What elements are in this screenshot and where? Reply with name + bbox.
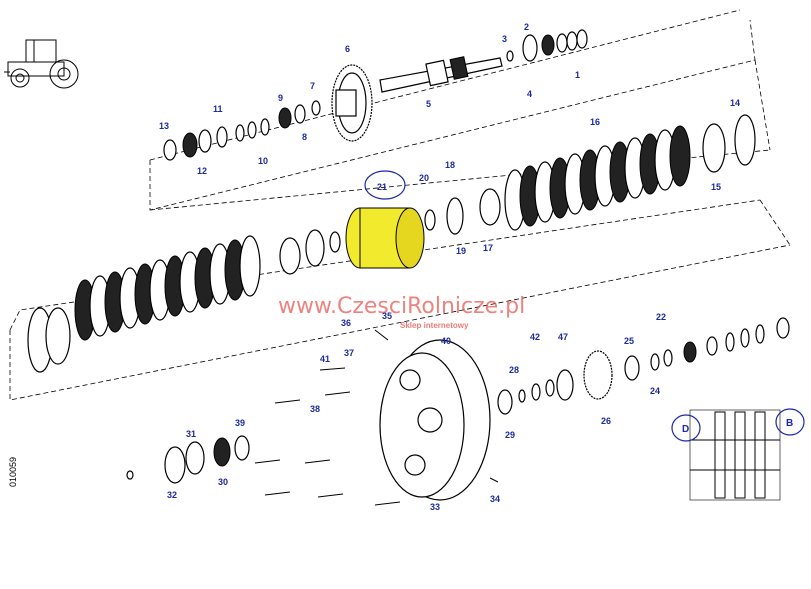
callout-35: 35 [382,311,392,321]
callout-12: 12 [197,166,207,176]
callout-24: 24 [650,386,660,396]
lower-left-parts [126,435,250,484]
callout-34: 34 [490,494,500,504]
callout-2: 2 [524,22,529,32]
callout-7: 7 [310,81,315,91]
callout-25: 25 [624,336,634,346]
callout-13: 13 [159,121,169,131]
rings-top-right [506,29,588,62]
lower-right-parts [497,317,790,415]
callout-8: 8 [302,132,307,142]
housing-40 [379,339,499,501]
gear-6 [331,64,373,142]
callout-18: 18 [445,160,455,170]
callout-28: 28 [509,365,519,375]
gear-21-highlighted [345,170,425,269]
callout-22: 22 [656,312,666,322]
callout-39: 39 [235,418,245,428]
callout-17: 17 [483,243,493,253]
callout-42: 42 [530,332,540,342]
callout-40: 40 [441,336,451,346]
callout-1: 1 [575,70,580,80]
callout-29: 29 [505,430,515,440]
callout-20: 20 [419,173,429,183]
callout-labels: 1 2 3 4 5 6 7 8 9 10 11 12 13 14 15 16 1… [159,22,740,512]
callout-30: 30 [218,477,228,487]
middle-row-outline [9,199,791,401]
callout-11: 11 [213,104,223,114]
callout-38: 38 [310,404,320,414]
callout-3: 3 [502,34,507,44]
rings-top-left [163,100,321,161]
callout-15: 15 [711,182,721,192]
watermark-tagline: Sklep internetowy [400,321,469,330]
callout-10: 10 [258,156,268,166]
bolts [254,329,401,506]
callout-5: 5 [426,99,431,109]
callout-16: 16 [590,117,600,127]
callout-47: 47 [558,332,568,342]
inset-gearbox-diagram [671,408,805,501]
callout-21: 21 [377,182,387,192]
callout-19: 19 [456,246,466,256]
tractor-icon [4,39,79,89]
inset-marker-b: B [786,418,793,429]
top-row-outline [149,9,771,211]
clutch-pack-top [424,114,756,235]
callout-36: 36 [341,318,351,328]
callout-32: 32 [167,490,177,500]
shaft-5 [379,56,503,93]
callout-9: 9 [278,93,283,103]
callout-41: 41 [320,354,330,364]
callout-31: 31 [186,429,196,439]
callout-33: 33 [430,502,440,512]
callout-14: 14 [730,98,740,108]
callout-4: 4 [527,89,532,99]
callout-6: 6 [345,44,350,54]
callout-37: 37 [344,348,354,358]
watermark-site: www.CzesciRolnicze.pl [278,294,525,319]
callout-26: 26 [601,416,611,426]
inset-marker-d: D [682,424,689,435]
drawing-code: 010059 [8,457,18,487]
clutch-pack-middle [27,229,341,373]
